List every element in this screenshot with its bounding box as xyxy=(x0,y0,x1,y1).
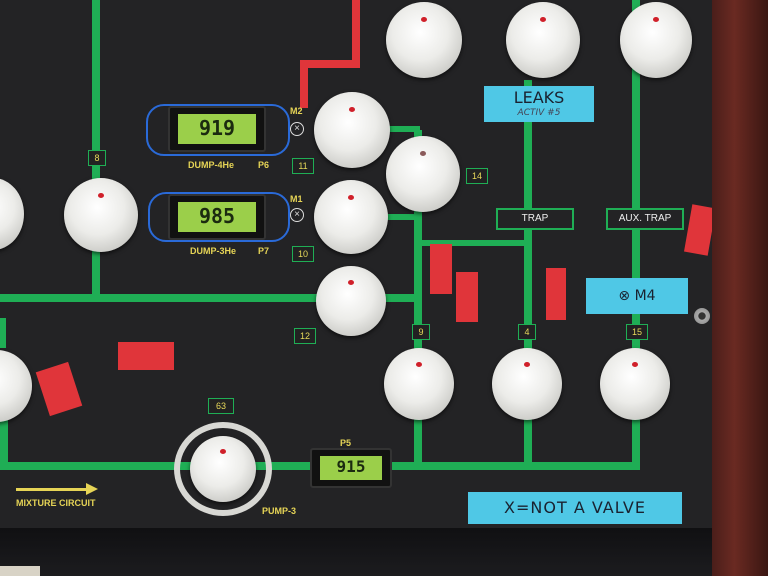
pipe xyxy=(632,0,640,470)
red-pipe xyxy=(300,60,308,108)
valve[interactable] xyxy=(0,178,24,250)
valve-8[interactable] xyxy=(64,178,138,252)
pump-3-housing xyxy=(174,422,272,516)
not-valve-tape: X=NOT A VALVE xyxy=(468,492,682,524)
pipe xyxy=(414,130,422,470)
red-pipe xyxy=(352,0,360,68)
leaks-note: ACTIV #5 xyxy=(517,108,561,118)
p7-id: P7 xyxy=(258,246,270,256)
red-pipe xyxy=(300,60,360,68)
not-valve-icon: × xyxy=(290,122,304,136)
arrow-right-icon xyxy=(16,488,88,491)
lcd-p5: 915 xyxy=(310,448,392,488)
cabinet-frame xyxy=(712,0,768,576)
p6-id: P6 xyxy=(258,160,270,170)
mixture-circuit-label: MIXTURE CIRCUIT xyxy=(16,498,96,508)
tag-14: 14 xyxy=(466,168,488,184)
tag-63: 63 xyxy=(208,398,234,414)
tag-15: 15 xyxy=(626,324,648,340)
valve-10[interactable] xyxy=(314,180,388,254)
pipe xyxy=(0,318,6,348)
p7-outline xyxy=(148,192,290,242)
screw-icon xyxy=(694,308,710,324)
valve-9[interactable] xyxy=(384,348,454,420)
pipe xyxy=(0,420,8,470)
p5-id: P5 xyxy=(340,438,352,448)
valve-15[interactable] xyxy=(600,348,670,420)
red-tape xyxy=(118,342,174,370)
red-tape xyxy=(456,272,478,322)
pipe xyxy=(0,294,420,302)
valve[interactable] xyxy=(0,350,32,422)
valve-14[interactable] xyxy=(386,136,460,212)
trap-label: TRAP xyxy=(496,208,574,230)
red-tape xyxy=(35,361,83,417)
red-tape xyxy=(546,268,566,320)
tag-11: 11 xyxy=(292,158,314,174)
valve-12[interactable] xyxy=(316,266,386,336)
p6-outline xyxy=(146,104,290,156)
m1-label: M1 xyxy=(290,194,303,204)
m4-tape: ⊗ M4 xyxy=(586,278,688,314)
tag-8: 8 xyxy=(88,150,106,166)
p6-caption: DUMP-4He xyxy=(188,160,235,170)
tag-9: 9 xyxy=(412,324,430,340)
pipe xyxy=(420,240,530,246)
paper-strip xyxy=(0,566,40,576)
valve-4[interactable] xyxy=(492,348,562,420)
lcd-p6-value: 919 xyxy=(178,114,256,144)
valve[interactable] xyxy=(386,2,462,78)
leaks-tape: LEAKS ACTIV #5 xyxy=(484,86,594,122)
m2-label: M2 xyxy=(290,106,303,116)
tag-10: 10 xyxy=(292,246,314,262)
pump-3-valve[interactable] xyxy=(190,436,256,502)
valve[interactable] xyxy=(620,2,692,78)
tag-12: 12 xyxy=(294,328,316,344)
lcd-p5-value: 915 xyxy=(320,456,382,480)
control-panel: 919 DUMP-4He P6 985 DUMP-3He P7 P5 915 M… xyxy=(0,0,716,524)
lcd-p7-value: 985 xyxy=(178,202,256,232)
lcd-p7: 985 xyxy=(168,194,266,240)
p7-caption: DUMP-3He xyxy=(190,246,237,256)
valve-11[interactable] xyxy=(314,92,390,168)
aux-trap-label: AUX. TRAP xyxy=(606,208,684,230)
tag-4: 4 xyxy=(518,324,536,340)
pump-3-label: PUMP-3 xyxy=(262,506,297,516)
red-tape xyxy=(430,244,452,294)
not-valve-icon: × xyxy=(290,208,304,222)
pipe xyxy=(524,80,532,470)
arrow-head xyxy=(86,483,98,495)
leaks-label: LEAKS xyxy=(513,88,565,107)
cabinet-bottom xyxy=(0,528,712,576)
valve[interactable] xyxy=(506,2,580,78)
lcd-p6: 919 xyxy=(168,106,266,152)
